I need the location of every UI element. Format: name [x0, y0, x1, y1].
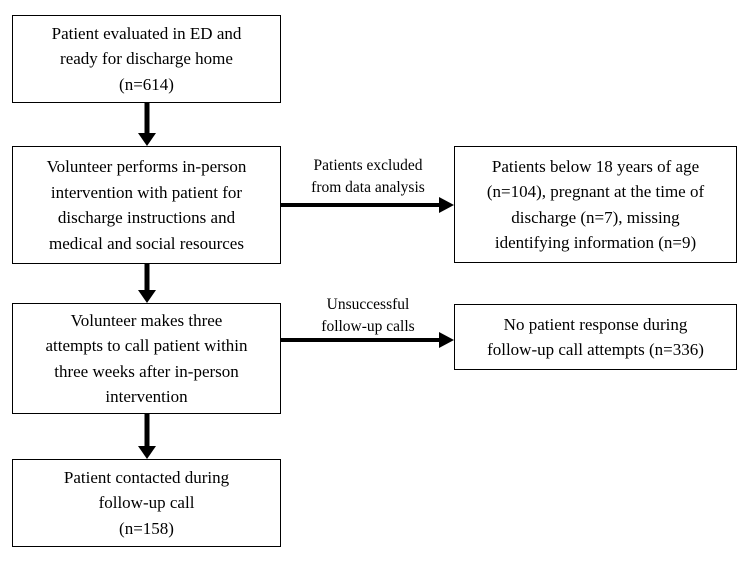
label-unsuccessful-line-2: follow-up calls — [321, 318, 415, 335]
box-volunteer-calls-line-4: intervention — [105, 387, 188, 406]
arrow-box2-to-exclusion-head — [439, 197, 454, 213]
label-excluded: Patients excluded from data analysis — [286, 155, 450, 199]
box-patient-evaluated: Patient evaluated in ED and ready for di… — [12, 15, 281, 103]
arrow-box3-to-box4-head — [138, 446, 156, 459]
box-patient-evaluated-line-2: ready for discharge home — [60, 49, 233, 69]
box-volunteer-calls: Volunteer makes three attempts to call p… — [12, 303, 281, 414]
box-patient-evaluated-line-1: Patient evaluated in ED and — [51, 23, 242, 43]
box-exclusions: Patients below 18 years of age (n=104), … — [454, 146, 737, 263]
label-unsuccessful: Unsuccessful follow-up calls — [286, 294, 450, 338]
box-volunteer-calls-line-1: Volunteer makes three — [70, 310, 223, 330]
box-volunteer-intervention-line-4: medical and social resources — [49, 233, 244, 253]
box-patient-evaluated-line-3: (n=614) — [119, 74, 174, 94]
box-patient-contacted-line-1: Patient contacted during — [63, 467, 230, 487]
box-patient-contacted-line-2: follow-up call — [98, 493, 195, 513]
label-excluded-line-1: Patients excluded — [313, 157, 423, 174]
box-exclusions-line-2: (n=104), pregnant at the time of — [486, 182, 705, 201]
box-volunteer-calls-line-3: three weeks after in-person — [54, 361, 239, 381]
arrow-box2-to-box3-head — [138, 290, 156, 303]
label-unsuccessful-line-1: Unsuccessful — [326, 296, 410, 313]
arrow-box1-to-box2-head — [138, 133, 156, 146]
box-volunteer-intervention-line-3: discharge instructions and — [57, 208, 236, 227]
box-volunteer-calls-line-2: attempts to call patient within — [45, 336, 248, 355]
box-volunteer-intervention-line-2: intervention with patient for — [50, 182, 243, 202]
box-patient-contacted-line-3: (n=158) — [119, 518, 174, 538]
box-volunteer-intervention: Volunteer performs in-person interventio… — [12, 146, 281, 264]
box-exclusions-line-4: identifying information (n=9) — [494, 233, 697, 252]
label-excluded-line-2: from data analysis — [311, 179, 425, 196]
box-exclusions-line-1: Patients below 18 years of age — [491, 156, 700, 176]
box-no-response-line-1: No patient response during — [503, 314, 688, 334]
arrow-box3-to-no-response-head — [439, 332, 454, 348]
box-volunteer-intervention-line-1: Volunteer performs in-person — [46, 157, 247, 176]
box-patient-contacted: Patient contacted during follow-up call … — [12, 459, 281, 547]
box-no-response: No patient response during follow-up cal… — [454, 304, 737, 370]
box-exclusions-line-3: discharge (n=7), missing — [511, 207, 680, 227]
box-no-response-line-2: follow-up call attempts (n=336) — [487, 340, 704, 359]
